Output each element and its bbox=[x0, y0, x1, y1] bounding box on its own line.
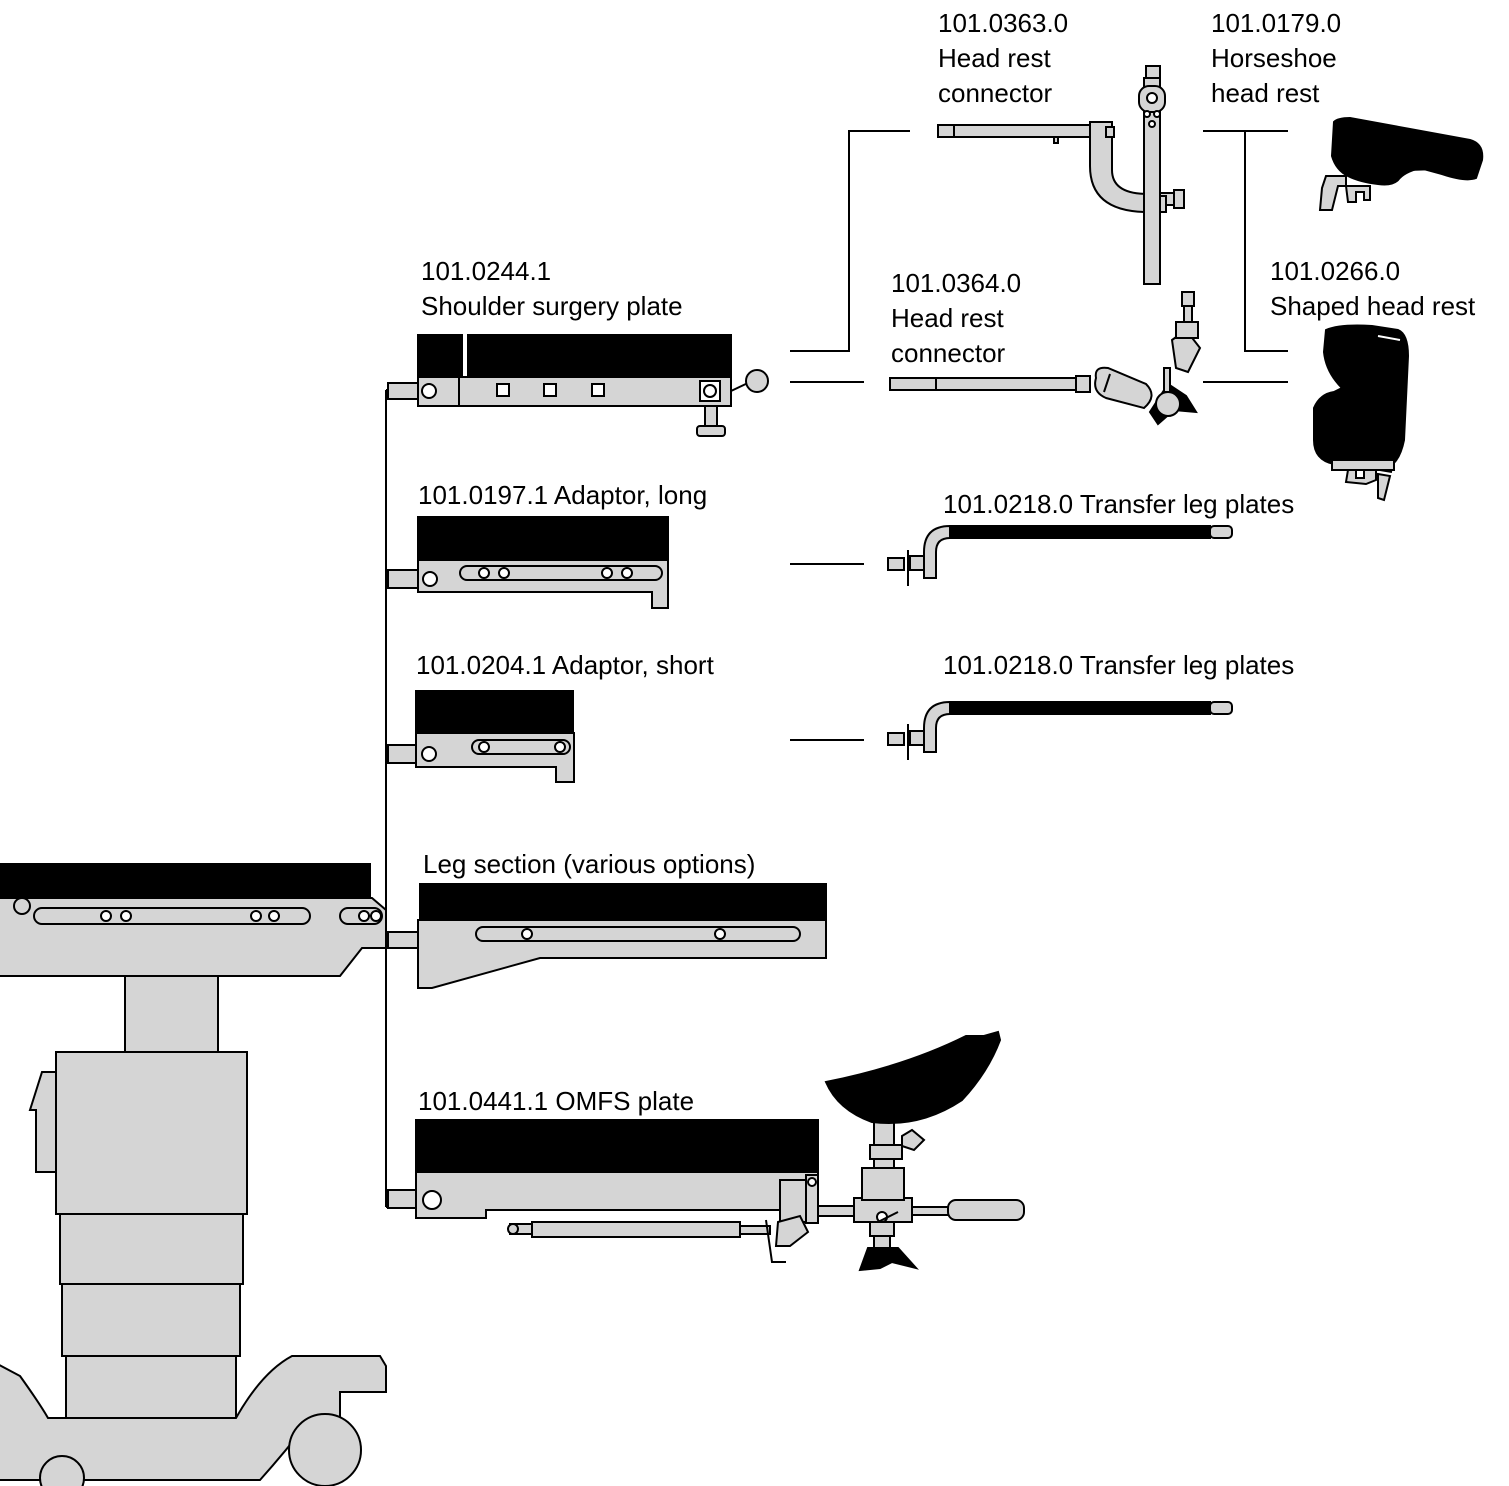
part-code: 101.0363.0 bbox=[938, 8, 1069, 38]
label-head-rest-connector-363: 101.0363.0 Head rest connector bbox=[938, 6, 1068, 111]
part-code: 101.0364.0 bbox=[891, 268, 1022, 298]
head-rest-connector-364 bbox=[889, 291, 1202, 426]
omfs-plate bbox=[387, 1030, 1025, 1272]
part-name: Shaped head rest bbox=[1270, 291, 1476, 321]
part-label: Leg section (various options) bbox=[423, 849, 756, 879]
part-name: Horseshoe bbox=[1211, 43, 1337, 73]
transfer-leg-plates-1 bbox=[887, 524, 1233, 586]
part-label: 101.0204.1 Adaptor, short bbox=[416, 650, 714, 680]
label-horseshoe-head-rest: 101.0179.0 Horseshoe head rest bbox=[1211, 6, 1341, 111]
shaped-head-rest bbox=[1313, 324, 1410, 502]
part-code: 101.0244.1 bbox=[421, 256, 552, 286]
label-shaped-head-rest: 101.0266.0 Shaped head rest bbox=[1270, 254, 1475, 324]
part-name: head rest bbox=[1211, 78, 1320, 108]
part-code: 101.0179.0 bbox=[1211, 8, 1342, 38]
part-code: 101.0266.0 bbox=[1270, 256, 1401, 286]
part-label: 101.0218.0 Transfer leg plates bbox=[943, 650, 1295, 680]
part-name: Head rest bbox=[938, 43, 1051, 73]
part-name: connector bbox=[938, 78, 1053, 108]
label-leg-section: Leg section (various options) bbox=[423, 847, 755, 882]
label-adaptor-long: 101.0197.1 Adaptor, long bbox=[418, 478, 707, 513]
part-label: 101.0197.1 Adaptor, long bbox=[418, 480, 708, 510]
horseshoe-head-rest bbox=[1318, 116, 1484, 211]
part-name: Head rest bbox=[891, 303, 1004, 333]
label-transfer-leg-plates-1: 101.0218.0 Transfer leg plates bbox=[943, 487, 1294, 522]
label-shoulder-surgery-plate: 101.0244.1 Shoulder surgery plate bbox=[421, 254, 683, 324]
adaptor-long bbox=[387, 516, 669, 609]
operating-table bbox=[0, 863, 387, 1486]
part-label: 101.0441.1 OMFS plate bbox=[418, 1086, 695, 1116]
label-adaptor-short: 101.0204.1 Adaptor, short bbox=[416, 648, 714, 683]
part-label: 101.0218.0 Transfer leg plates bbox=[943, 489, 1295, 519]
adaptor-short bbox=[387, 690, 575, 783]
label-head-rest-connector-364: 101.0364.0 Head rest connector bbox=[891, 266, 1021, 371]
label-omfs-plate: 101.0441.1 OMFS plate bbox=[418, 1084, 694, 1119]
label-transfer-leg-plates-2: 101.0218.0 Transfer leg plates bbox=[943, 648, 1294, 683]
shoulder-surgery-plate bbox=[387, 334, 769, 437]
head-rest-connector-363 bbox=[937, 65, 1185, 285]
part-name: Shoulder surgery plate bbox=[421, 291, 683, 321]
leg-section bbox=[387, 883, 827, 989]
transfer-leg-plates-2 bbox=[887, 700, 1233, 760]
part-name: connector bbox=[891, 338, 1006, 368]
